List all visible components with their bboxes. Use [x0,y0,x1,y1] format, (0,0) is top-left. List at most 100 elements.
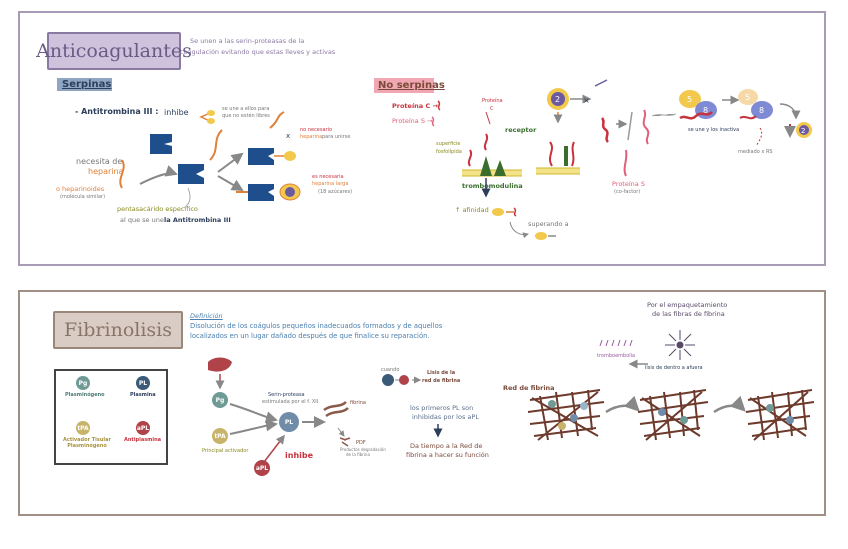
mediado-label: mediado x RS [738,149,773,155]
heparinoides-label: o heparinoides [56,185,105,193]
proteina-c-label: Proteína C → [392,102,438,110]
pdf-fragments-icon [339,437,351,447]
definicion-line-2: localizados en un lugar dañado después d… [190,332,430,340]
al-que-label: al que se une [120,216,164,224]
proteina-c2-2: C [490,106,494,112]
fibrin-network-2-icon [637,389,709,441]
empaq-1: Por el empaquetamiento [647,301,728,309]
afinidad-label: ↑ afinidad [455,206,489,214]
necesita-label: necesita de [76,157,123,166]
heparina-label: heparina [88,167,124,176]
pg-circle: Pg [212,392,228,408]
apl-circle: aPL [254,460,270,476]
serpinas-highlight [57,78,112,91]
anticoagulantes-title: Anticoagulantes [36,32,192,70]
pentasacarido-label: pentasacárido específico [117,205,198,213]
pdf-sub-2: de la fibrina [346,452,370,457]
da-tiempo-1: Da tiempo a la Red de [410,442,483,450]
pdf-label: PDF [356,440,366,446]
fibrin-strand-icon [323,401,347,412]
no-necesario-2: heparina [300,134,323,140]
legend-tpa-label: Activador Tisular Plasminógeno [62,437,111,449]
heparin-chain-icon [119,159,125,189]
antithrombin-block-mid-icon [178,164,204,184]
es-necesaria-1: es necesaria [312,174,344,180]
antitrombina-label: - Antitrombina III : [75,107,159,116]
principal-activador: Principal activador [202,448,249,454]
serin-1: Serin-proteasa [268,392,305,398]
superando-label: superando a [528,220,569,228]
legend-pl-label: Plasmina [130,392,156,398]
factor-2-circle-icon: 2 [547,88,569,110]
inhibe-pointer [199,110,215,124]
heparin-short-icon [209,129,223,161]
serpinas-heading: Serpinas [62,79,112,90]
proteina-s-label: Proteína S → [392,117,433,125]
legend-apl-label: Antiplasmina [124,437,162,443]
svg-text:8: 8 [759,106,764,115]
red-fibrina-label: Red de fibrina [503,384,555,392]
svg-text:8: 8 [703,106,708,115]
primeros-1: los primeros PL son [410,404,474,412]
anticoagulantes-panel [18,11,826,266]
da-tiempo-2: fibrina a hacer su función [406,451,489,459]
definicion-line-1: Disolución de los coágulos pequeños inad… [190,322,443,330]
liver-icon [208,357,232,372]
protein-c-active-icon [600,117,610,143]
proteina-c2-1: Proteína [482,98,503,104]
lisis-1: Lisis de la [427,370,456,376]
heparinoides-sub: (molécula similar) [60,194,106,200]
antithrombin-block-top-icon [248,148,296,165]
se-une-label-2: que no estén libres [222,113,270,119]
svg-text:x: x [286,132,290,140]
definicion-heading: Definición [190,312,223,320]
factor-2-end-icon: 2 [784,122,812,138]
membrane-right-icon [536,141,580,175]
svg-text:5: 5 [687,95,692,104]
legend-tpa-icon: tPA [76,421,90,435]
proteina-s2-label: Proteína S [612,180,645,188]
cuando-icon [382,374,422,386]
receptor-label: receptor [505,126,537,134]
factor-5-8-complex-right-icon: 5 8 [738,89,773,120]
no-necesario-1: no necesario [300,127,333,133]
proteina-s2-sub: (co-factor) [614,189,641,195]
radiating-lysis-icon [665,330,695,360]
legend-pl-icon: PL [136,376,150,390]
factor-10-icon [207,110,215,116]
legend-box [54,369,168,465]
legend-apl-icon: aPL [136,421,150,435]
inhibe-label: inhibe [164,108,189,117]
svg-text:5: 5 [745,93,750,102]
no-serpinas-highlight [374,78,434,93]
lisis-dentro-label: lisis de dentro a afuera [645,365,703,371]
cuando-label: cuando [381,367,400,373]
es-necesaria-2: heparina larga [312,181,349,187]
serin-2: estimulada por el f. XII [262,399,319,405]
factor-2-icon [207,118,215,124]
fibrin-network-3-icon [745,389,815,441]
trombomodulina-label: trombomodulina [462,182,523,190]
superficie-2: fosfolípida [436,149,462,155]
se-une-label-1: se une a ellos para [222,106,270,112]
superficie-1: superficie [436,141,461,147]
tpa-circle: tPA [212,428,228,444]
pl-circle: PL [279,412,299,432]
fibrinolisis-panel [18,290,826,516]
fibrinolisis-title: Fibrinolisis [53,311,183,349]
svg-text:×: × [583,96,590,105]
factor-5-8-complex-left-icon: 5 8 [679,90,717,120]
tromboembolia-fragments-icon [599,339,633,347]
lisis-2: red de fibrina [422,378,461,384]
anticoag-subtitle-1: Se unen a las serin-proteasas de la [190,37,305,45]
fibrin-network-1-icon [527,389,605,441]
se-une-inactiva: se une y los inactiva [688,127,740,133]
membrane-left-icon [462,133,522,177]
empaq-2: de las fibras de fibrina [652,310,725,318]
fibrina-label: fibrina [350,400,367,406]
primeros-2: inhibidas por los aPL [412,413,479,421]
pdf-sub-1: Productos degradación [340,447,386,452]
tromboembolia-label: tromboembolia [597,353,636,359]
no-serpinas-heading: No serpinas [378,80,445,91]
